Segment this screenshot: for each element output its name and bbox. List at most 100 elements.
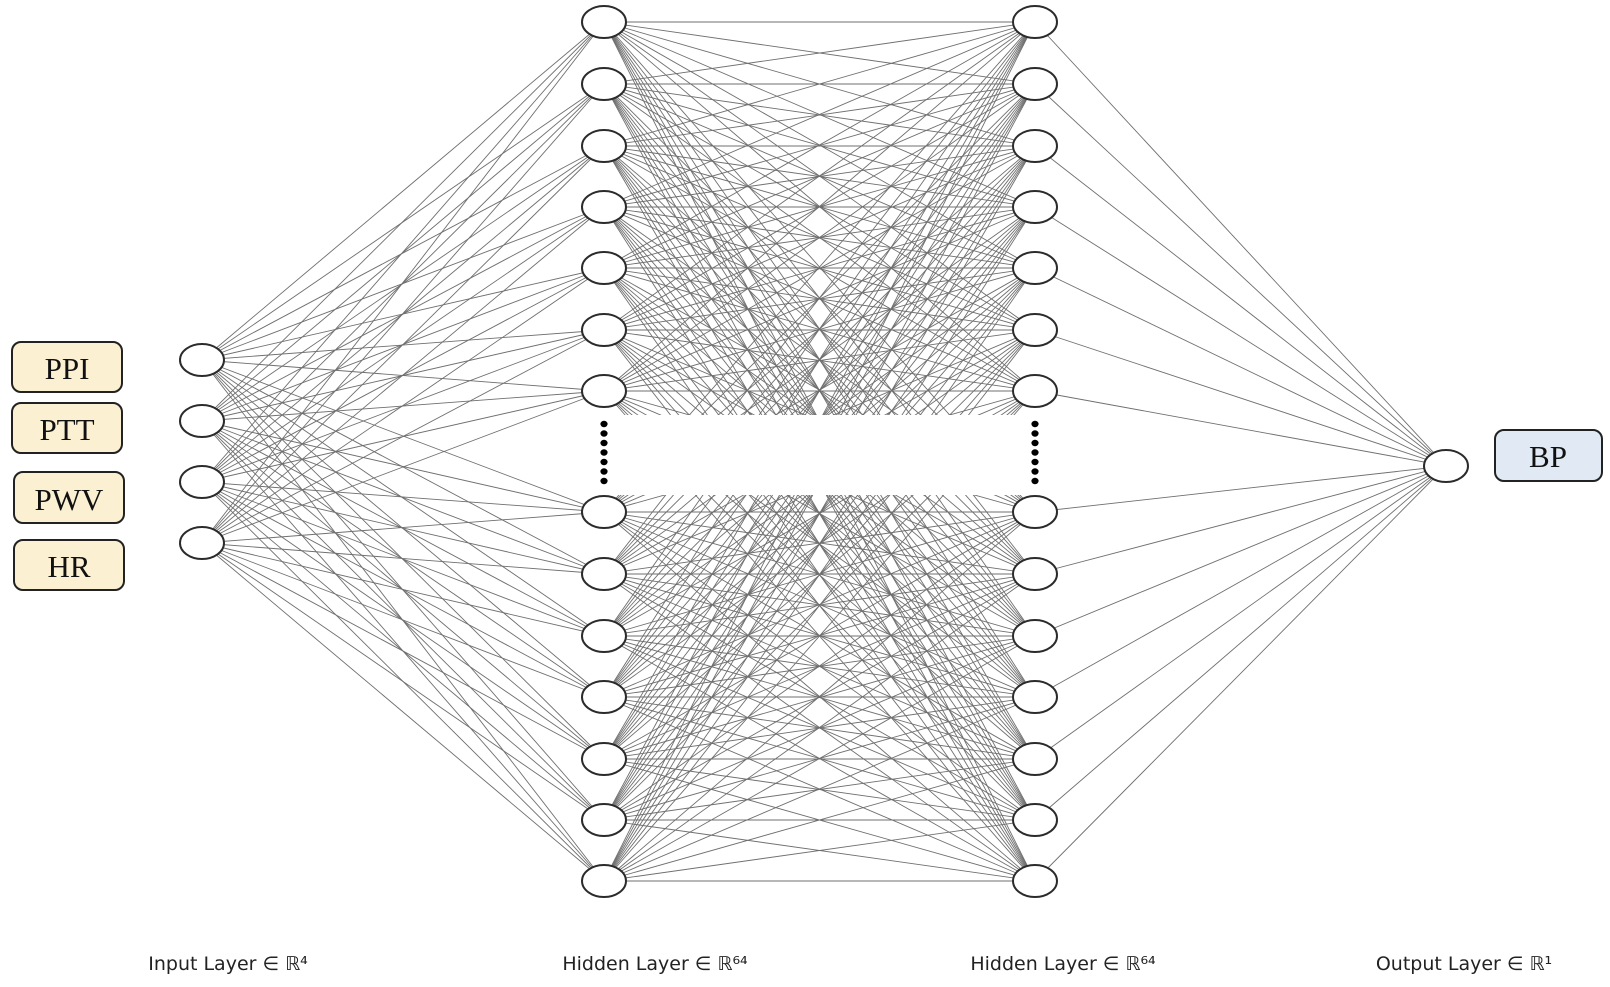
input-label: PWV (35, 482, 105, 517)
edge-l0-0-0 (201, 21, 605, 361)
edge-l2-10-0 (1034, 465, 1447, 698)
edge-l1-13-12 (603, 819, 1036, 882)
hidden2-neuron-10 (1012, 619, 1058, 653)
edge-l2-8-0 (1034, 465, 1447, 575)
edge-l0-2-11 (201, 481, 605, 760)
input-layer-label: Input Layer ∈ ℝ⁴ (148, 953, 308, 975)
edge-l0-2-0 (201, 21, 605, 483)
input-feature-pwv: PWV (13, 471, 125, 524)
edge-l0-2-7 (201, 481, 605, 513)
hidden1-neuron-1 (581, 5, 627, 39)
edge-l0-3-12 (201, 542, 605, 821)
output-label: BP (1529, 439, 1567, 474)
edge-l0-3-8 (201, 542, 605, 575)
input-neuron-1 (179, 343, 225, 377)
input-box (13, 471, 125, 524)
ellipsis-dot-2-1 (1031, 420, 1039, 428)
ellipsis-dot-2-6 (1031, 468, 1039, 475)
hidden1-neuron-5 (581, 251, 627, 285)
edge-l0-3-3 (201, 206, 605, 544)
hidden1-neuron-2 (581, 67, 627, 101)
edge-l1-10-0 (603, 21, 1036, 698)
edge-l1-12-11 (603, 758, 1036, 821)
hidden2-neuron-6 (1012, 313, 1058, 347)
edge-l1-13-11 (603, 758, 1036, 882)
edge-l0-2-9 (201, 481, 605, 637)
ellipsis-dot-1-6 (600, 468, 608, 475)
ellipsis-dot-1-4 (600, 449, 608, 456)
edge-l1-13-8 (603, 573, 1036, 882)
input-label: HR (47, 549, 90, 584)
hidden2-neuron-12 (1012, 742, 1058, 776)
hidden2-neuron-8 (1012, 495, 1058, 529)
hidden-layer-2-label: Hidden Layer ∈ ℝ⁶⁴ (970, 953, 1156, 975)
ellipsis-dot-2-4 (1031, 449, 1039, 456)
hidden1-neuron-13 (581, 803, 627, 837)
edge-l1-6-0 (603, 21, 1036, 392)
output-neuron-1 (1423, 449, 1469, 483)
edge-l0-1-8 (201, 420, 605, 575)
edge-l0-3-6 (201, 390, 605, 544)
hidden1-neuron-7 (581, 374, 627, 408)
input-neuron-4 (179, 526, 225, 560)
ellipsis-dot-1-1 (600, 420, 608, 428)
edge-l1-9-0 (603, 21, 1036, 637)
edge-l0-3-0 (201, 21, 605, 544)
hidden1-neuron-8 (581, 495, 627, 529)
input-box (11, 402, 123, 454)
ellipsis-dot-1-2 (600, 430, 608, 437)
hidden2-neuron-11 (1012, 680, 1058, 714)
edge-l1-13-7 (603, 511, 1036, 882)
edge-l2-7-0 (1034, 465, 1447, 513)
edge-l2-3-0 (1034, 206, 1447, 467)
edge-l2-9-0 (1034, 465, 1447, 637)
input-neuron-2 (179, 404, 225, 438)
edge-l0-3-7 (201, 511, 605, 544)
edge-l1-13-2 (603, 145, 1036, 882)
edge-l1-11-0 (603, 21, 1036, 760)
edge-l1-13-3 (603, 206, 1036, 882)
hidden-gap-mask (606, 415, 1034, 495)
edge-l2-2-0 (1034, 145, 1447, 467)
edge-l1-3-0 (603, 21, 1036, 208)
hidden2-neuron-1 (1012, 5, 1058, 39)
edge-l0-3-2 (201, 145, 605, 544)
output-layer-label: Output Layer ∈ ℝ¹ (1376, 953, 1552, 975)
input-label: PTT (39, 412, 94, 447)
hidden2-neuron-7 (1012, 374, 1058, 408)
hidden2-neuron-14 (1012, 864, 1058, 898)
input-feature-hr: HR (13, 539, 125, 591)
edge-l1-13-4 (603, 267, 1036, 882)
edge-l2-4-0 (1034, 267, 1447, 467)
hidden1-neuron-11 (581, 680, 627, 714)
hidden2-neuron-2 (1012, 67, 1058, 101)
ellipsis-dot-2-5 (1031, 458, 1039, 466)
ellipsis-dot-2-2 (1031, 430, 1039, 437)
edge-l0-1-9 (201, 420, 605, 637)
output-box (1494, 429, 1603, 482)
hidden2-neuron-3 (1012, 129, 1058, 163)
output-feature-bp: BP (1494, 429, 1603, 482)
input-neuron-3 (179, 465, 225, 499)
input-box (11, 341, 123, 393)
hidden2-neuron-5 (1012, 251, 1058, 285)
edge-l0-3-1 (201, 83, 605, 544)
edge-l0-2-8 (201, 481, 605, 575)
edge-l0-3-9 (201, 542, 605, 637)
hidden1-neuron-3 (581, 129, 627, 163)
ellipsis-dot-1-3 (600, 439, 608, 447)
edge-l0-3-11 (201, 542, 605, 760)
hidden2-neuron-13 (1012, 803, 1058, 837)
hidden1-neuron-6 (581, 313, 627, 347)
edge-l2-6-0 (1034, 390, 1447, 467)
edge-l1-13-9 (603, 635, 1036, 882)
edge-l1-13-10 (603, 696, 1036, 882)
hidden1-neuron-10 (581, 619, 627, 653)
edge-l0-1-0 (201, 21, 605, 422)
hidden1-neuron-12 (581, 742, 627, 776)
edge-l2-12-0 (1034, 465, 1447, 821)
edge-l0-3-5 (201, 329, 605, 544)
edge-l0-3-13 (201, 542, 605, 882)
edge-l1-10-7 (603, 511, 1036, 698)
